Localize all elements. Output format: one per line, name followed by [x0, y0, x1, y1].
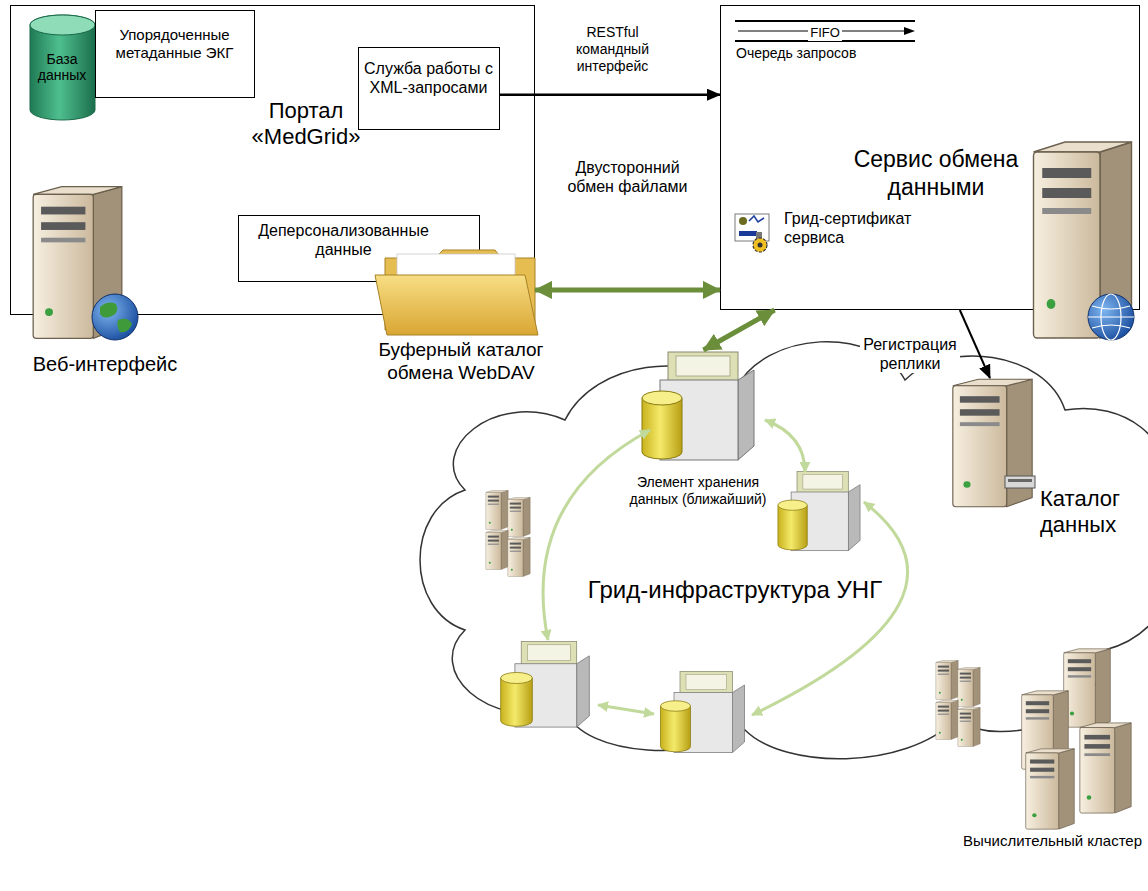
server-icon	[936, 700, 958, 739]
certificate-icon	[735, 214, 769, 252]
text-slot: Деперсонализованные данные	[239, 221, 449, 259]
shape-outline	[30, 15, 95, 120]
shape-outline	[375, 250, 540, 336]
connector-arrow	[535, 287, 720, 292]
text-slot: Вычислительный кластер	[960, 832, 1145, 850]
edge-label: Двусторонний обмен файлами	[550, 158, 705, 196]
node-label: Портал «MedGrid»	[246, 98, 366, 151]
node-label: Грид-инфраструктура УНГ	[555, 576, 915, 605]
storage-icon	[661, 672, 745, 753]
text-slot: Упорядоченные метаданные ЭКГ	[100, 26, 250, 62]
text-slot: RESTful командный интерфейс	[555, 24, 670, 75]
text-slot: Служба работы с XML-запросами	[363, 59, 495, 97]
storage-icon	[778, 471, 860, 550]
node-label: Буферный каталог обмена WebDAV	[372, 339, 550, 385]
shape-outline	[638, 350, 758, 470]
globe-icon	[92, 294, 138, 340]
queue-arrowhead	[904, 27, 915, 35]
replication-arrow	[752, 502, 908, 715]
folder-node: Буферный каталог обмена WebDAV	[372, 250, 550, 400]
replication-arrow	[598, 705, 654, 714]
server-icon	[486, 530, 508, 569]
database-cylinder: База данных	[30, 15, 95, 120]
text-slot: Грид-сертификат сервиса	[784, 209, 959, 247]
queue-label: FIFO	[808, 25, 842, 41]
server-icon	[508, 537, 530, 576]
text-slot: База данных	[30, 51, 95, 85]
text-slot: Веб-интерфейс	[10, 352, 200, 376]
text-slot: Элемент хранения данных (ближайший)	[628, 474, 768, 508]
replication-arrow	[765, 420, 805, 472]
node-label: Служба работы с XML-запросами	[363, 59, 495, 97]
server-icon	[936, 660, 958, 699]
server-icon	[1026, 749, 1075, 829]
text-slot: Сервис обмена данными	[836, 146, 1036, 201]
server-icon	[508, 497, 530, 536]
connector-arrow	[960, 310, 990, 378]
node-label: Упорядоченные метаданные ЭКГ	[100, 26, 250, 62]
text-slot: Двусторонний обмен файлами	[550, 158, 705, 196]
text-slot: Очередь запросов	[736, 45, 936, 62]
metadata-box: Упорядоченные метаданные ЭКГ	[95, 10, 255, 98]
server-icon	[958, 707, 980, 746]
data-catalog: Каталог данных	[950, 378, 1135, 553]
text-slot: Портал «MedGrid»	[246, 98, 366, 151]
caption-label: Веб-интерфейс	[10, 352, 200, 376]
text-slot: Буферный каталог обмена WebDAV	[372, 339, 550, 385]
text-slot: Грид-инфраструктура УНГ	[555, 576, 915, 605]
queue-line	[735, 20, 915, 22]
text-slot: Регистрация реплики	[860, 335, 960, 373]
connector-arrow	[704, 310, 775, 350]
caption-label: Вычислительный кластер	[960, 832, 1145, 850]
shape-outline	[950, 378, 1035, 508]
server-icon	[486, 490, 508, 529]
server-icon	[1064, 649, 1111, 727]
node-label: Элемент хранения данных (ближайший)	[628, 474, 768, 508]
text-slot: FIFO	[805, 23, 845, 41]
connector-arrow	[500, 93, 721, 96]
node-label: Сервис обмена данными	[836, 146, 1036, 201]
server-icon	[1080, 723, 1131, 813]
storage-icon	[501, 642, 590, 728]
replication-arrow	[543, 430, 650, 640]
node-label: База данных	[30, 51, 95, 85]
node-label: Деперсонализованные данные	[239, 221, 449, 259]
node-sublabel: Грид-сертификат сервиса	[784, 209, 959, 247]
edge-label: Регистрация реплики	[860, 335, 960, 373]
network-icon	[1088, 294, 1134, 340]
edge-label: RESTful командный интерфейс	[555, 24, 670, 74]
node-label: Каталог данных	[1040, 486, 1135, 539]
text-slot: Каталог данных	[1040, 486, 1135, 539]
server-icon	[958, 667, 980, 706]
node-sublabel: Очередь запросов	[736, 45, 936, 62]
service-box: Служба работы с XML-запросами	[358, 47, 500, 130]
